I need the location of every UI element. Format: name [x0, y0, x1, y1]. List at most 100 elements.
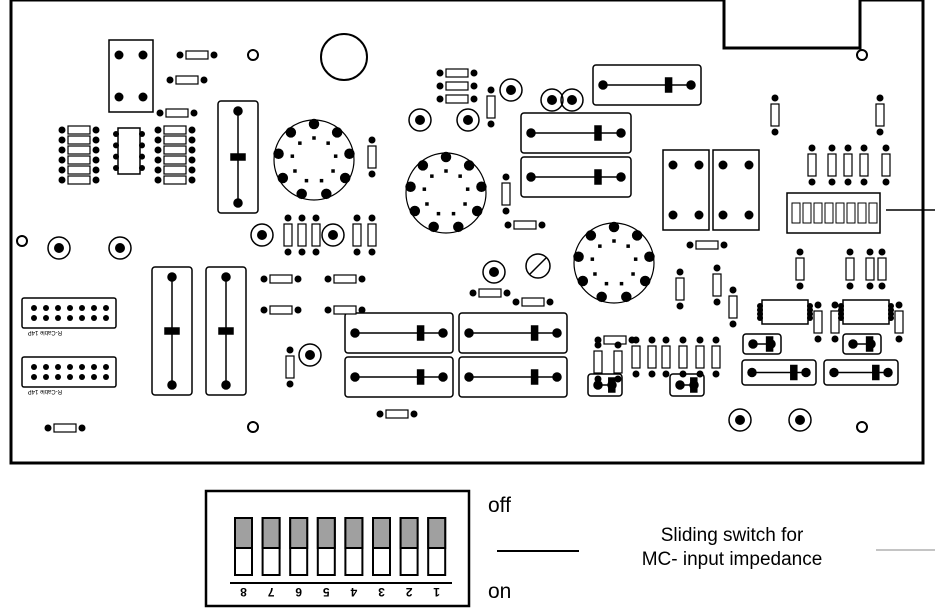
mounting-hole-icon [16, 235, 28, 247]
resistor-icon [260, 274, 302, 284]
dip-switch-lever [234, 517, 253, 576]
dip-switch-icon [786, 192, 881, 234]
resistor-icon [859, 144, 869, 186]
dip-switch-lever [316, 517, 336, 576]
resistor-icon [807, 144, 817, 186]
resistor-icon [469, 288, 511, 298]
resistor-icon [176, 50, 218, 60]
resistor-icon [436, 68, 478, 78]
resistor-icon [58, 145, 100, 155]
capacitor-icon [520, 112, 632, 154]
resistor-icon [593, 341, 603, 383]
resistor-icon [297, 214, 307, 256]
ic-chip-icon [757, 299, 813, 325]
tube-socket-icon [573, 221, 655, 304]
electrolytic-capacitor-icon [456, 108, 480, 132]
resistor-icon [504, 220, 546, 230]
resistor-icon [843, 144, 853, 186]
large-mounting-hole-icon [320, 33, 368, 81]
resistor-icon [58, 155, 100, 165]
dip-switch-number: 2 [405, 585, 412, 599]
mounting-hole-icon [247, 49, 259, 61]
caption-line-1: Sliding switch for [660, 525, 804, 546]
electrolytic-capacitor-icon [47, 236, 71, 260]
connector-icon [21, 356, 117, 388]
connector-label: R-Cable 14P [28, 329, 62, 335]
resistor-icon [58, 135, 100, 145]
ic-chip-icon [113, 127, 145, 175]
electrolytic-capacitor-icon [499, 78, 523, 102]
resistor-icon [324, 305, 366, 315]
resistor-icon [647, 336, 657, 378]
relay-icon [662, 149, 710, 231]
resistor-icon [154, 125, 196, 135]
small-components [21, 39, 904, 433]
resistor-icon [613, 341, 623, 383]
resistor-icon [631, 336, 641, 378]
resistor-icon [827, 144, 837, 186]
ic-chip-icon [838, 299, 894, 325]
resistor-icon [845, 248, 855, 290]
resistor-icon [675, 268, 685, 310]
mounting-hole-icon [856, 49, 868, 61]
resistor-icon [712, 264, 722, 306]
resistor-icon [367, 136, 377, 178]
capacitor-icon [205, 266, 247, 396]
resistor-icon [486, 86, 496, 128]
electrolytic-capacitor-icon [298, 343, 322, 367]
resistor-icon [770, 94, 780, 136]
switch-caption: Sliding switch for MC- input impedance [612, 524, 852, 572]
connector-icon [21, 297, 117, 329]
dip-switch-number: 5 [323, 585, 330, 599]
capacitor-icon [823, 359, 899, 386]
capacitor-icon [458, 356, 568, 398]
resistor-icon [865, 248, 875, 290]
resistor-icon [881, 144, 891, 186]
resistor-icon [154, 155, 196, 165]
dip-switch-lever [427, 517, 447, 576]
electrolytic-capacitor-icon [482, 260, 506, 284]
capacitor-boxes [151, 64, 899, 398]
capacitor-icon [592, 64, 702, 106]
resistor-icon [154, 175, 196, 185]
resistor-icon [830, 301, 840, 343]
resistor-icon [285, 346, 295, 388]
connector-label: R-Cable 14P [28, 388, 62, 394]
electrolytic-capacitor-icon [728, 408, 752, 432]
dip-switch-lever [372, 517, 391, 576]
resistor-icon [686, 240, 728, 250]
tube-socket-icon [405, 151, 487, 234]
mounting-hole-icon [247, 421, 259, 433]
switch-on-label: on [488, 580, 512, 603]
resistor-icon [154, 145, 196, 155]
resistor-icon [58, 175, 100, 185]
resistor-icon [695, 336, 705, 378]
relay-icon [108, 39, 154, 113]
electrolytic-capacitor-icon [560, 88, 584, 112]
resistor-icon [894, 301, 904, 343]
resistor-icon [376, 409, 418, 419]
resistor-icon [283, 214, 293, 256]
resistor-icon [324, 274, 366, 284]
capacitor-icon [587, 373, 623, 397]
capacitor-icon [217, 100, 259, 214]
resistor-icon [711, 336, 721, 378]
dip-switch-number: 7 [267, 585, 274, 599]
resistor-icon [877, 248, 887, 290]
resistor-icon [436, 94, 478, 104]
electrolytic-capacitor-icon [408, 108, 432, 132]
dip-switch-number: 4 [350, 585, 357, 599]
resistor-icon [154, 135, 196, 145]
relay-icon [712, 149, 760, 231]
electrolytic-capacitor-icon [540, 88, 564, 112]
tube-socket-icon [273, 118, 355, 201]
capacitor-icon [669, 373, 705, 397]
dip-switch-number: 1 [433, 585, 440, 599]
capacitor-icon [742, 333, 782, 355]
resistor-icon [367, 214, 377, 256]
electrolytic-capacitor-icon [321, 223, 345, 247]
capacitor-icon [151, 266, 193, 396]
mounting-hole-icon [856, 421, 868, 433]
